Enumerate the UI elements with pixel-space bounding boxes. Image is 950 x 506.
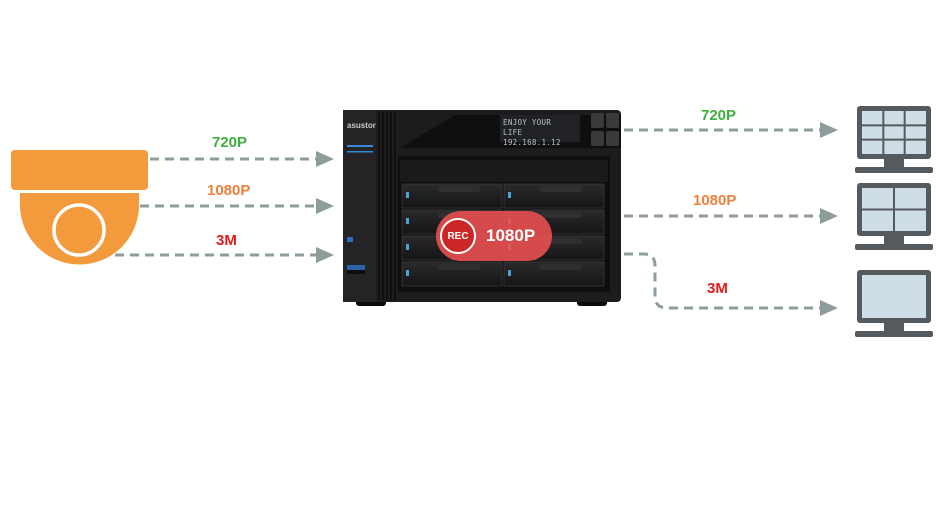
input-label-720p: 720P xyxy=(212,134,248,151)
monitor-icon xyxy=(855,183,933,250)
input-label-3m: 3M xyxy=(216,232,237,249)
nas-lcd-display: ENJOY YOUR LIFE 192.168.1.12 xyxy=(503,118,575,148)
output-arrow-720p xyxy=(624,122,838,138)
recording-resolution: 1080P xyxy=(486,226,536,245)
lcd-line-2: 192.168.1.12 xyxy=(503,138,561,147)
lcd-line-1: ENJOY YOUR LIFE xyxy=(503,118,552,137)
input-label-1080p: 1080P xyxy=(207,182,251,199)
input-arrow-3m xyxy=(115,247,334,263)
output-label-3m: 3M xyxy=(707,280,728,297)
output-arrow-1080p xyxy=(624,208,838,224)
drive-bay xyxy=(503,261,605,287)
output-arrow-3m xyxy=(624,252,838,316)
input-arrow-720p xyxy=(150,151,334,167)
output-label-1080p: 1080P xyxy=(693,192,737,209)
rec-badge-icon: REC xyxy=(440,218,476,254)
monitor-icon xyxy=(855,106,933,173)
nas-brand-logo: asustor xyxy=(347,121,376,130)
drive-bay xyxy=(401,261,503,287)
monitor-icon xyxy=(855,270,933,337)
nas-device xyxy=(343,110,621,306)
input-arrow-1080p xyxy=(140,198,334,214)
drive-bay xyxy=(401,183,503,209)
dome-camera-icon xyxy=(11,150,148,265)
output-label-720p: 720P xyxy=(701,107,737,124)
drive-bay xyxy=(503,183,605,209)
